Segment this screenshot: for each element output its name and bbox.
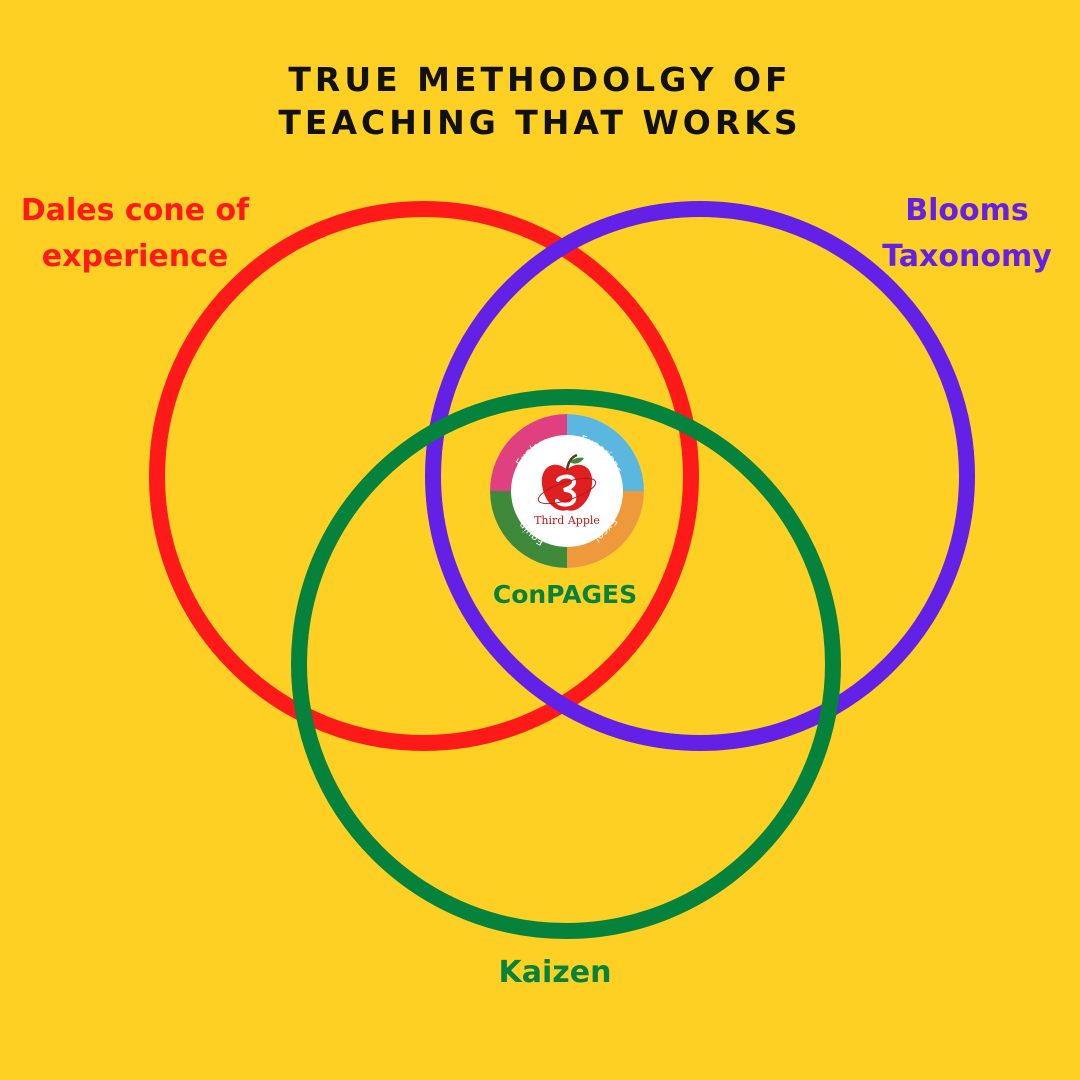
dales-label-line-2: experience (41, 239, 229, 274)
conpages-label: ConPAGES (492, 580, 638, 609)
dales-label-line-1: Dales cone of (20, 193, 250, 228)
dales-circle (149, 201, 699, 751)
blooms-label-line-1: Blooms (905, 193, 1029, 228)
blooms-taxonomy-label: Blooms Taxonomy (862, 188, 1072, 280)
kaizen-label: Kaizen (498, 955, 612, 990)
title-line-1: TRUE METHODOLGY OF (288, 60, 792, 99)
kaizen-circle (291, 389, 841, 939)
title-line-2: TEACHING THAT WORKS (278, 103, 802, 142)
blooms-label-line-2: Taxonomy (882, 239, 1052, 274)
third-apple-logo: Explore Experience Excel Equip Third App… (488, 412, 644, 568)
dales-cone-label: Dales cone of experience (10, 188, 260, 280)
apple-icon (537, 453, 597, 511)
logo-brand-text: Third Apple (534, 514, 600, 527)
blooms-circle (425, 201, 975, 751)
page-title: TRUE METHODOLGY OF TEACHING THAT WORKS (0, 58, 1080, 144)
